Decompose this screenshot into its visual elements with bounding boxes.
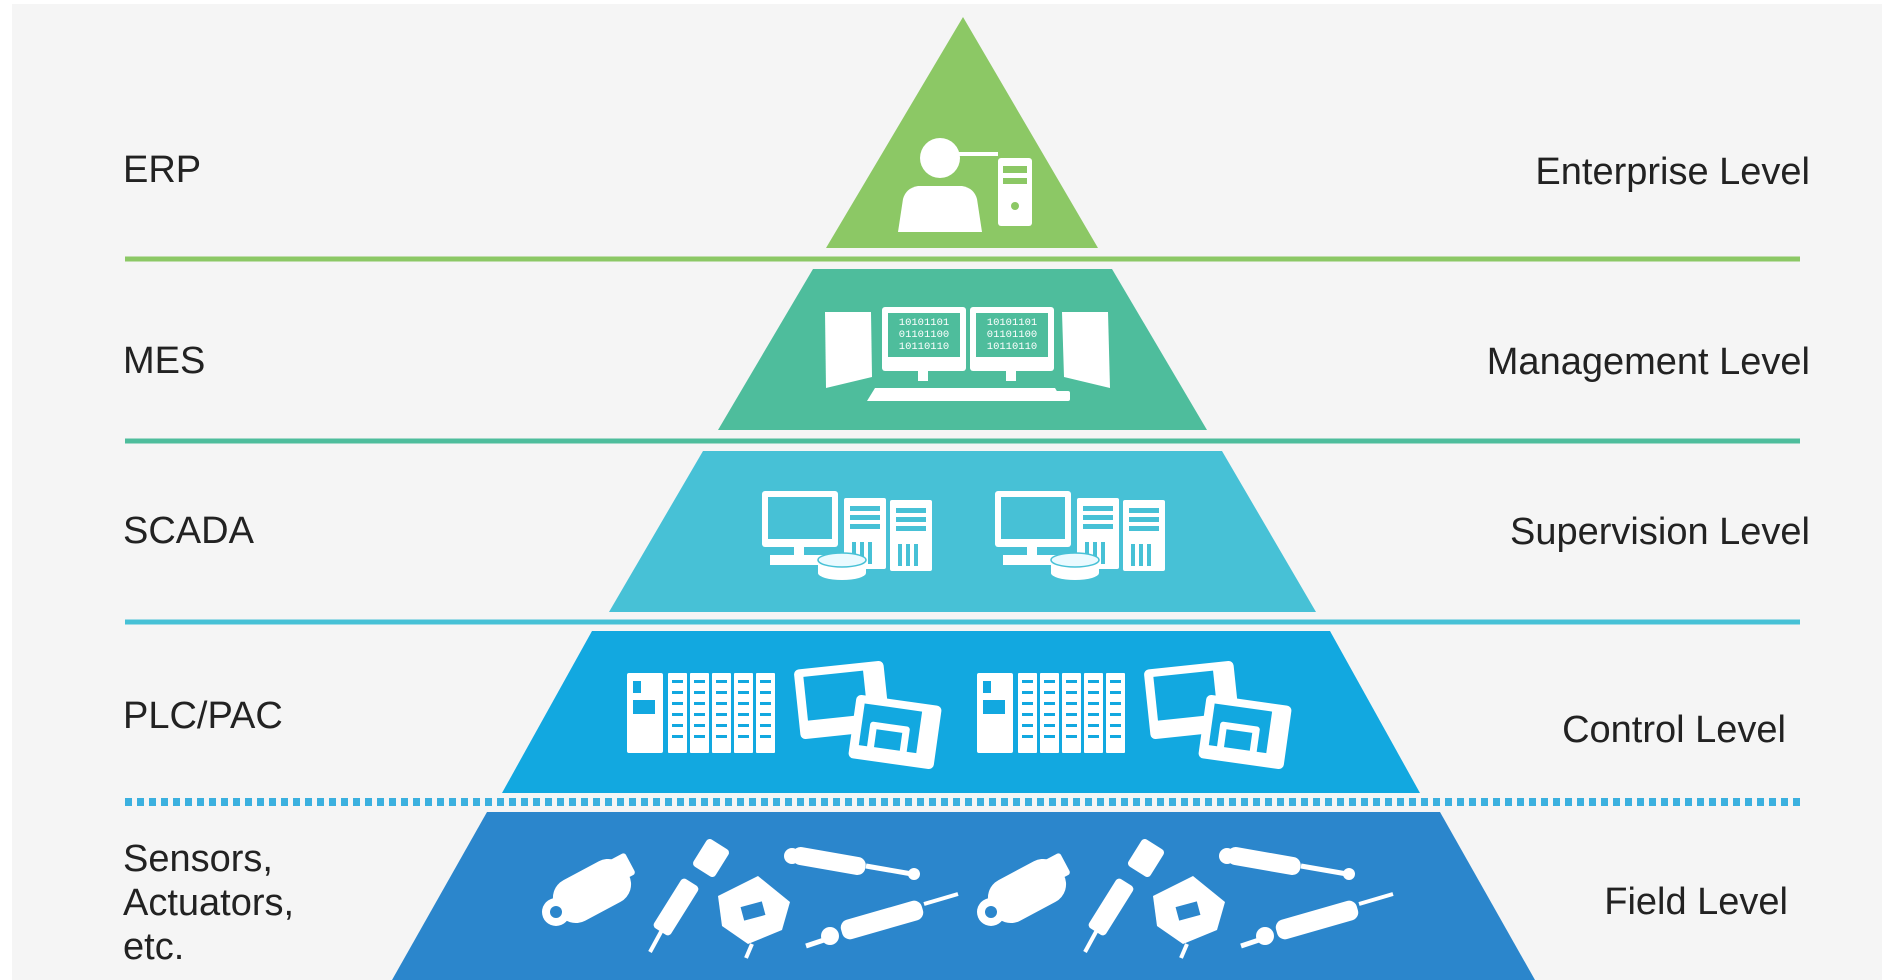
tier-supervision — [609, 451, 1316, 612]
computer-monitors-icon: 10101101 01101100 10110110 10101101 0110… — [825, 307, 1110, 401]
label-sensors-actuators: Sensors, Actuators, etc. — [123, 838, 295, 968]
label-plc-pac: PLC/PAC — [123, 695, 283, 737]
label-control-level: Control Level — [1562, 709, 1786, 751]
svg-text:01101100: 01101100 — [899, 329, 949, 341]
svg-text:10110110: 10110110 — [987, 341, 1037, 353]
label-supervision-level: Supervision Level — [1510, 511, 1810, 553]
svg-text:10110110: 10110110 — [899, 341, 949, 353]
user-workstation-icon — [898, 138, 1032, 232]
label-scada: SCADA — [123, 510, 254, 552]
label-field-level: Field Level — [1604, 881, 1788, 923]
motor-actuator-icon — [542, 839, 1394, 959]
svg-text:10101101: 10101101 — [899, 317, 949, 329]
label-management-level: Management Level — [1486, 341, 1810, 383]
label-mes: MES — [123, 340, 206, 382]
plc-hmi-icon — [627, 660, 1292, 770]
label-enterprise-level: Enterprise Level — [1535, 151, 1810, 193]
svg-text:01101100: 01101100 — [987, 329, 1037, 341]
label-erp: ERP — [123, 149, 202, 191]
server-workstation-icon — [762, 491, 1165, 580]
svg-text:10101101: 10101101 — [987, 317, 1037, 329]
